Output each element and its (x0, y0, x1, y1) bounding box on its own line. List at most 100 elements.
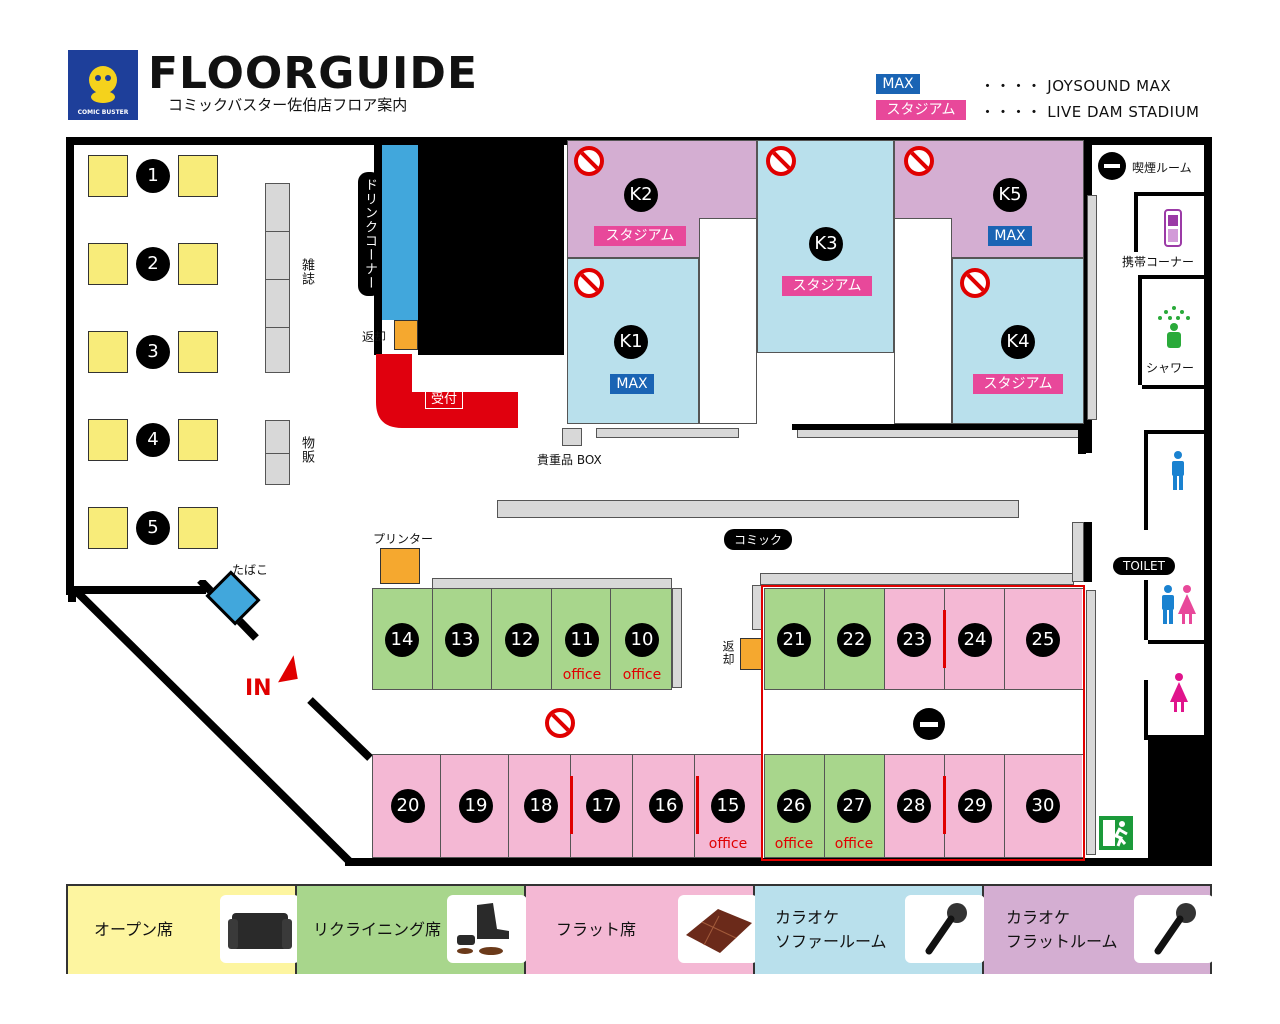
open-seat-chair[interactable] (178, 419, 218, 461)
return-box-1 (394, 320, 418, 350)
office-label: office (774, 836, 814, 852)
goods-shelf (265, 420, 290, 485)
seat-number[interactable]: 25 (1026, 623, 1060, 657)
emergency-exit-icon (1099, 816, 1133, 850)
magazine-shelf (265, 183, 290, 373)
seat-number[interactable]: 19 (459, 789, 493, 823)
return-box-2 (740, 638, 762, 670)
seat-number[interactable]: 18 (524, 789, 558, 823)
seat-number[interactable]: 2 (136, 247, 170, 281)
k1-shelf (596, 428, 739, 438)
legend-label: フラット席 (556, 920, 637, 939)
open-seat-chair[interactable] (88, 507, 128, 549)
legend-label: オープン席 (94, 920, 174, 939)
microphone-icon (905, 895, 985, 963)
seat-number[interactable]: 28 (897, 789, 931, 823)
seat-number[interactable]: 13 (445, 623, 479, 657)
valuables-box (562, 428, 582, 446)
karaoke-number[interactable]: K2 (624, 178, 658, 212)
seat-number[interactable]: 29 (958, 789, 992, 823)
legend-desc-stadium: ・・・・ LIVE DAM STADIUM (980, 103, 1200, 121)
open-seat-chair[interactable] (88, 331, 128, 373)
seat-type-legend: オープン席 リクライニング席 フラット席 カラオケ ソファールーム カラオケ フ… (66, 884, 1214, 974)
page-subtitle: コミックバスター佐伯店フロア案内 (168, 96, 408, 114)
drink-corner (382, 145, 418, 320)
seat-number[interactable]: 23 (897, 623, 931, 657)
seat-number[interactable]: 22 (837, 623, 871, 657)
karaoke-number[interactable]: K4 (1001, 325, 1035, 359)
seat-number[interactable]: 1 (136, 159, 170, 193)
open-seat-chair[interactable] (178, 507, 218, 549)
seat-number[interactable]: 15 (711, 789, 745, 823)
seat-number[interactable]: 10 (625, 623, 659, 657)
karaoke-type-badge: MAX (988, 226, 1032, 246)
shower-label: シャワー (1146, 361, 1195, 375)
reception-label: 受付 (425, 386, 464, 409)
entrance-label: IN (245, 676, 272, 701)
smoking-area-outline (761, 585, 1085, 861)
legend-desc-max: ・・・・ JOYSOUND MAX (980, 77, 1172, 95)
seat-number[interactable]: 11 (565, 623, 599, 657)
open-seat-chair[interactable] (178, 243, 218, 285)
legend-badge-stadium: スタジアム (876, 100, 966, 120)
tobacco-label: たばこ (232, 563, 269, 577)
karaoke-number[interactable]: K5 (993, 178, 1027, 212)
entrance-walls (68, 580, 373, 865)
entrance-arrow-icon (278, 655, 298, 683)
seat-number[interactable]: 5 (136, 511, 170, 545)
karaoke-type-badge: スタジアム (594, 226, 686, 246)
karaoke-number[interactable]: K1 (614, 325, 648, 359)
legend-item-reclining: リクライニング席 (297, 886, 527, 974)
no-smoking-icon (960, 268, 990, 298)
seat-number[interactable]: 26 (777, 789, 811, 823)
karaoke-number[interactable]: K3 (809, 227, 843, 261)
toilet-label: TOILET (1113, 557, 1175, 575)
smoking-icon (913, 708, 945, 740)
no-smoking-icon (574, 268, 604, 298)
open-seat-chair[interactable] (178, 331, 218, 373)
wall-toilet (1084, 522, 1092, 582)
no-smoking-icon (766, 146, 796, 176)
open-seat-chair[interactable] (88, 419, 128, 461)
male-toilet-icon (1172, 451, 1184, 490)
seat-number[interactable]: 24 (958, 623, 992, 657)
seat-number[interactable]: 30 (1026, 789, 1060, 823)
microphone-icon (1134, 895, 1214, 963)
smoking-room-icon (1098, 152, 1126, 180)
phone-corner-label: 携帯コーナー (1122, 255, 1195, 269)
seat-number[interactable]: 4 (136, 423, 170, 457)
drink-corner-label: ドリンクコーナー (358, 172, 381, 296)
open-seat-chair[interactable] (178, 155, 218, 197)
seat-number[interactable]: 14 (385, 623, 419, 657)
seat-number[interactable]: 16 (649, 789, 683, 823)
karaoke-type-badge: スタジアム (782, 276, 872, 296)
legend-label: リクライニング席 (313, 920, 442, 939)
backroom-block (418, 145, 564, 355)
legend-item-karaoke-flat: カラオケ フラットルーム (984, 886, 1214, 974)
wall-right (1204, 137, 1212, 866)
reception-counter (376, 354, 518, 428)
seat-number[interactable]: 27 (837, 789, 871, 823)
seat-number[interactable]: 3 (136, 335, 170, 369)
karaoke-type-badge: MAX (610, 374, 654, 394)
legend-item-flat: フラット席 (526, 886, 758, 974)
mobile-phone-icon (1164, 209, 1182, 247)
karaoke-type-badge: スタジアム (973, 374, 1063, 394)
female-toilet-icon (1170, 673, 1188, 712)
printer-label: プリンター (373, 532, 434, 546)
comic-shelf (497, 500, 1019, 518)
sofa-icon (220, 895, 300, 963)
toilet-icon (1162, 585, 1196, 624)
page-title: FLOORGUIDE (148, 48, 479, 99)
seat-number[interactable]: 21 (777, 623, 811, 657)
no-smoking-icon (545, 708, 575, 738)
office-label: office (562, 667, 602, 683)
seat-number[interactable]: 17 (586, 789, 620, 823)
seat-number[interactable]: 12 (505, 623, 539, 657)
smoking-room-label: 喫煙ルーム (1132, 161, 1192, 175)
no-smoking-icon (574, 146, 604, 176)
open-seat-chair[interactable] (88, 155, 128, 197)
open-seat-chair[interactable] (88, 243, 128, 285)
seat-block-lower-right (764, 754, 1084, 858)
seat-number[interactable]: 20 (391, 789, 425, 823)
